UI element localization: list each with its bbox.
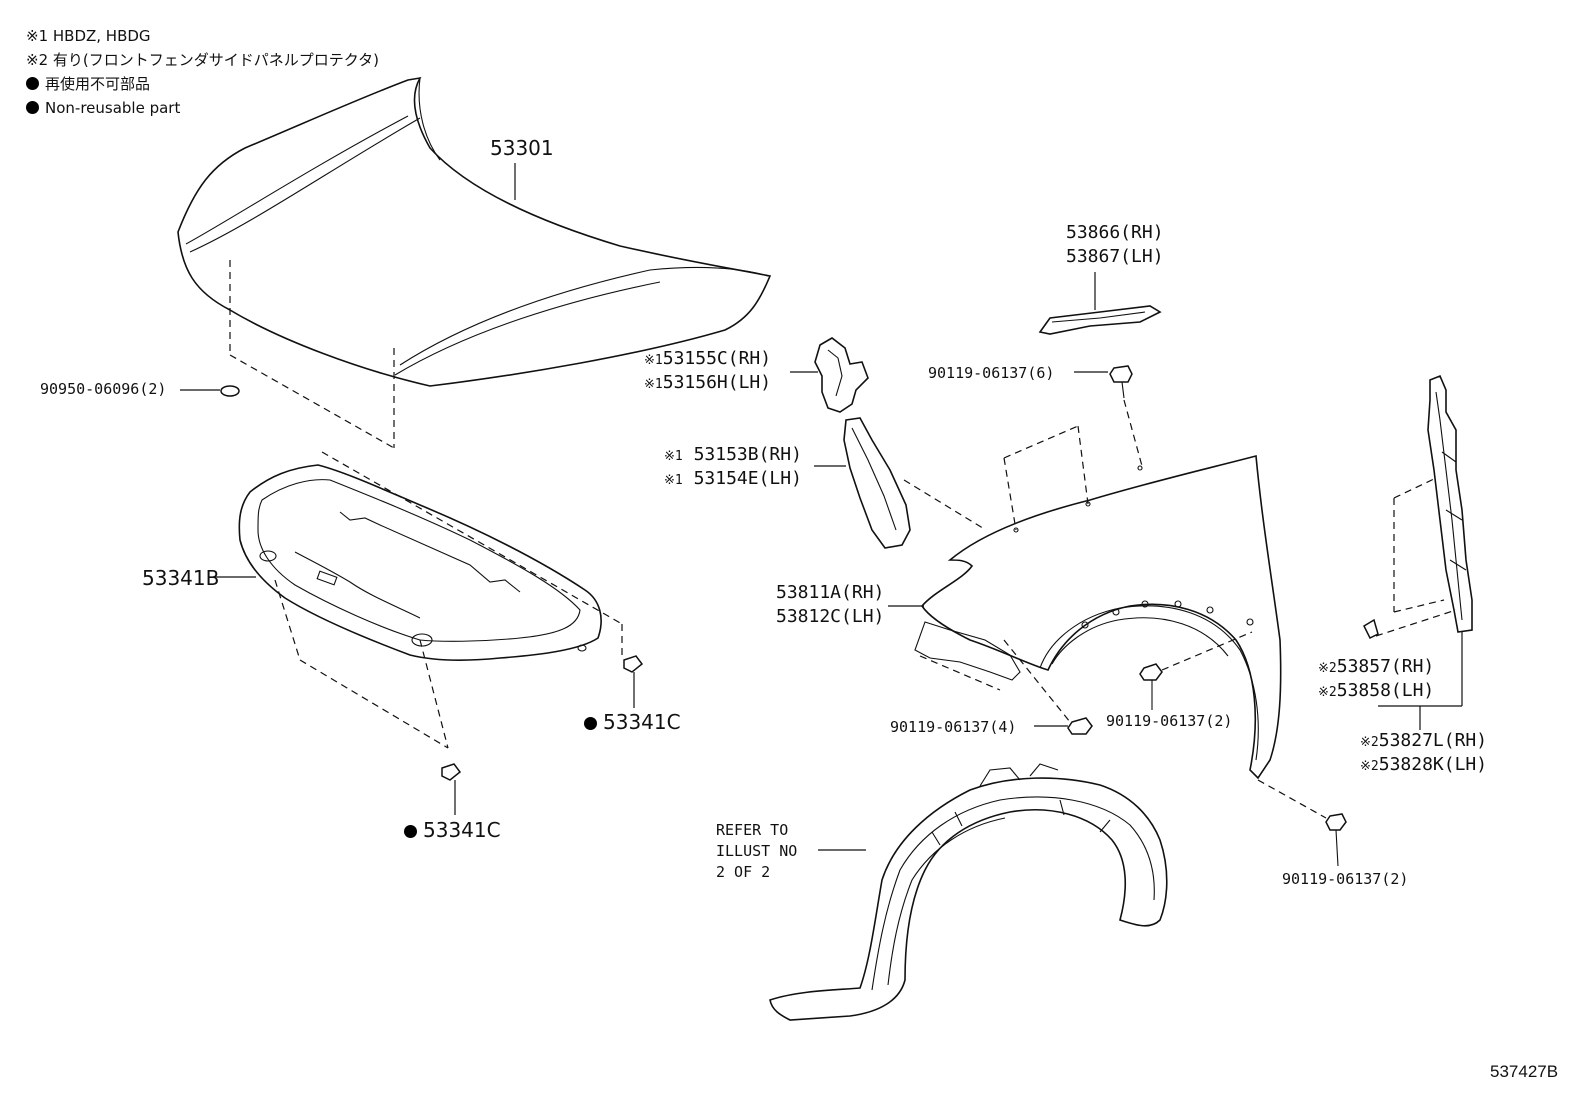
label-panel-rh[interactable]: 53827L(RH) — [1378, 730, 1488, 751]
notes-block: ※1 HBDZ, HBDG ※2 有り(フロントフェンダサイドパネルプロテクタ)… — [26, 24, 379, 120]
label-fender-lh[interactable]: 53812C(LH) — [776, 606, 885, 627]
protector-drawing — [1363, 618, 1379, 640]
fender-drawing — [888, 425, 1282, 780]
label-hood-seal[interactable]: 90950-06096(2) — [40, 380, 167, 398]
label-panel-lh[interactable]: 53828K(LH) — [1378, 754, 1488, 775]
non-reusable-dot-icon — [26, 101, 39, 114]
label-protector-rh-row: ※253857(RH) — [1318, 656, 1435, 677]
label-clip-bottom-row: 53341C — [404, 818, 501, 842]
label-bolt-2a[interactable]: 90119-06137(2) — [1106, 712, 1233, 730]
clip-right-drawing — [623, 655, 644, 708]
label-protector-rh[interactable]: 53857(RH) — [1336, 656, 1435, 677]
legend-jp: 再使用不可部品 — [45, 75, 151, 93]
note-1: ※1 HBDZ, HBDG — [26, 27, 151, 45]
bolt-2a-drawing — [1139, 631, 1253, 710]
reference-line-3: 2 OF 2 — [716, 863, 771, 881]
side-panel-drawing — [1375, 374, 1473, 730]
label-seal-b-rh-row: ※1 53153B(RH) — [664, 444, 802, 465]
reference-line-1: REFER TO — [716, 821, 789, 839]
hood-seal-drawing — [220, 385, 240, 397]
non-reusable-dot-icon — [584, 717, 597, 730]
label-panel-rh-row: ※253827L(RH) — [1360, 730, 1488, 751]
label-under-cover[interactable]: 53341B — [142, 566, 220, 590]
bolt-4-drawing — [1034, 717, 1093, 735]
label-protector-lh-row: ※253858(LH) — [1318, 680, 1435, 701]
label-seal-a-lh-row: ※153156H(LH) — [644, 372, 772, 393]
label-side-lh[interactable]: 53867(LH) — [1066, 246, 1164, 267]
non-reusable-dot-icon — [404, 825, 417, 838]
illustration-code: 537427B — [1490, 1062, 1559, 1081]
hood-drawing — [177, 76, 772, 449]
clip-bottom-drawing — [441, 763, 462, 815]
label-bolt-2b[interactable]: 90119-06137(2) — [1282, 870, 1409, 888]
label-fender-rh[interactable]: 53811A(RH) — [776, 582, 885, 603]
label-bolt-top[interactable]: 90119-06137(6) — [928, 364, 1055, 382]
label-side-rh[interactable]: 53866(RH) — [1066, 222, 1164, 243]
label-hood[interactable]: 53301 — [490, 136, 554, 160]
legend-en-row: Non-reusable part — [26, 96, 379, 120]
label-clip-bottom[interactable]: 53341C — [423, 818, 501, 842]
seal-b-drawing — [814, 417, 987, 549]
bolt-top-drawing — [1074, 365, 1143, 467]
bolt-2b-drawing — [1257, 779, 1347, 867]
side-seal-drawing — [1038, 272, 1162, 335]
label-clip-right-row: 53341C — [584, 710, 681, 734]
under-cover-drawing — [214, 451, 623, 749]
label-clip-right[interactable]: 53341C — [603, 710, 681, 734]
label-seal-a-rh[interactable]: 53155C(RH) — [662, 348, 772, 369]
label-bolt-4[interactable]: 90119-06137(4) — [890, 718, 1017, 736]
reference-note[interactable]: REFER TO ILLUST NO 2 OF 2 — [716, 820, 797, 883]
legend-jp-row: 再使用不可部品 — [26, 72, 379, 96]
label-panel-lh-row: ※253828K(LH) — [1360, 754, 1488, 775]
label-seal-a-lh[interactable]: 53156H(LH) — [662, 372, 772, 393]
reference-line-2: ILLUST NO — [716, 842, 798, 860]
label-seal-b-lh[interactable]: 53154E(LH) — [693, 468, 802, 489]
label-seal-b-rh[interactable]: 53153B(RH) — [693, 444, 802, 465]
legend-en: Non-reusable part — [45, 99, 181, 117]
label-protector-lh[interactable]: 53858(LH) — [1336, 680, 1435, 701]
note-2: ※2 有り(フロントフェンダサイドパネルプロテクタ) — [26, 51, 379, 69]
label-seal-a-rh-row: ※153155C(RH) — [644, 348, 772, 369]
non-reusable-dot-icon — [26, 77, 39, 90]
fender-liner-drawing — [769, 763, 1168, 1021]
label-seal-b-lh-row: ※1 53154E(LH) — [664, 468, 802, 489]
seal-a-drawing — [790, 337, 869, 413]
